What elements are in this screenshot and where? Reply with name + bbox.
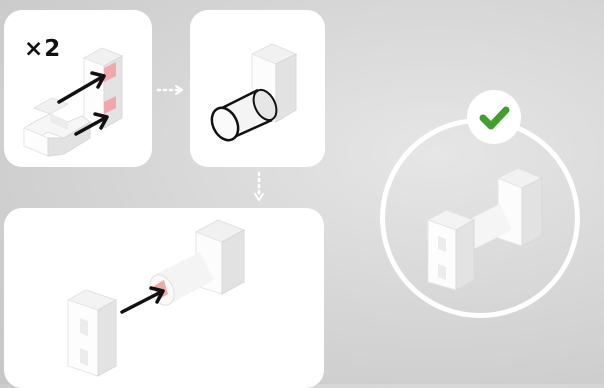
check-badge [467, 90, 521, 144]
h-block [82, 47, 124, 129]
step-1-panel: ×2 [4, 10, 152, 167]
checkmark-icon [479, 106, 510, 130]
h-block [66, 289, 118, 377]
step-3-panel [4, 208, 324, 388]
cylinder [210, 88, 278, 142]
step-3-illustration [66, 219, 246, 377]
step-2-illustration [210, 43, 298, 142]
highlight-slot [104, 96, 116, 114]
step-1-illustration [23, 47, 124, 157]
assembled-piece [426, 167, 544, 291]
arrow-icon [57, 71, 106, 104]
step-2-panel [190, 10, 325, 167]
arrow-icon [120, 286, 165, 314]
highlight-slot [104, 62, 116, 82]
arrow-icon [74, 112, 109, 136]
multiplier-label: ×2 [24, 36, 62, 62]
